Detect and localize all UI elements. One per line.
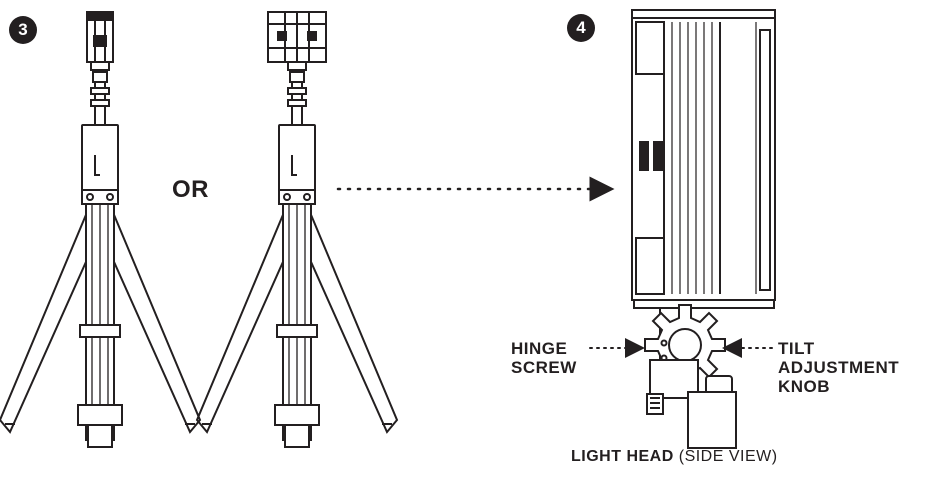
hinge-line-1: HINGE [511,339,568,358]
hinge-screw-label: HINGE SCREW [511,339,577,377]
tilt-line-1: TILT [778,339,815,358]
tilt-knob-label: TILT ADJUSTMENT KNOB [778,339,899,396]
or-label: OR [172,176,209,203]
tilt-line-3: KNOB [778,377,831,396]
tilt-line-2: ADJUSTMENT [778,358,900,377]
light-head-caption: LIGHT HEAD (SIDE VIEW) [571,448,778,466]
light-head-side-view [631,9,776,309]
step-4-badge: 4 [567,14,595,42]
tripod-wide-head [196,11,398,448]
mount-bracket [646,359,737,449]
step-3-badge: 3 [9,16,37,44]
caption-normal: (SIDE VIEW) [678,448,778,465]
hinge-line-2: SCREW [511,358,577,377]
caption-bold: LIGHT HEAD [571,448,674,465]
tripod-narrow-head [0,11,201,448]
